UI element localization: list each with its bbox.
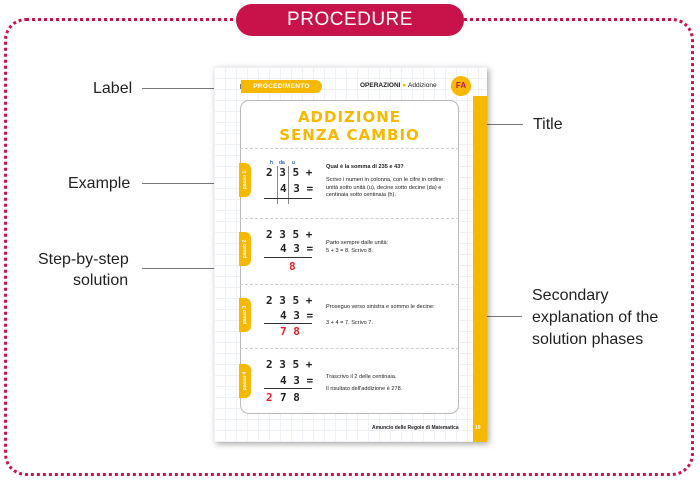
divider bbox=[240, 284, 459, 285]
annotation-secondary-line3: solution phases bbox=[532, 331, 644, 348]
step-tab-label: passo 2 bbox=[242, 239, 248, 259]
column-guide bbox=[288, 166, 289, 204]
step-explanation: Trascrivo il 2 delle centinaia. bbox=[326, 374, 397, 380]
annotation-step-line2: solution bbox=[73, 272, 129, 289]
bullet-icon: ● bbox=[402, 82, 407, 89]
book-logo-icon: FA bbox=[451, 76, 471, 96]
step-explanation: 3 + 4 = 7. Scrivo 7. bbox=[326, 320, 373, 326]
subsection-name: Addizione bbox=[408, 82, 437, 89]
step-tab: passo 1 bbox=[239, 163, 251, 197]
sum-line bbox=[264, 323, 312, 324]
divider bbox=[240, 148, 459, 149]
step-tab: passo 3 bbox=[239, 298, 251, 332]
step-explanation: Il risultato dell'addizione è 278. bbox=[326, 386, 403, 392]
column-header-da: da bbox=[279, 160, 285, 166]
leader-example bbox=[142, 183, 240, 184]
annotation-secondary-line1: Secondary bbox=[532, 287, 609, 304]
step-explanation: 5 + 3 = 8. Scrivo 8. bbox=[326, 248, 373, 254]
step-explanation: Scrivo i numeri in colonna, con le cifre… bbox=[326, 177, 445, 198]
addend-row: 2 3 5 + bbox=[266, 166, 313, 179]
leader-step bbox=[142, 268, 240, 269]
addend-row: 2 3 5 + bbox=[266, 228, 313, 241]
leader-tick bbox=[240, 84, 241, 89]
result-digits: 7 8 bbox=[280, 325, 300, 338]
step-tab-label: passo 1 bbox=[242, 170, 248, 190]
page-title-line2: SENZA CAMBIO bbox=[279, 126, 420, 144]
sum-line bbox=[264, 388, 312, 389]
annotation-secondary-line2: explanation of the bbox=[532, 309, 659, 326]
addend-row: 4 3 = bbox=[280, 374, 314, 387]
divider bbox=[240, 218, 459, 219]
result-digits: 8 bbox=[289, 260, 296, 273]
page-footer: Amuncio delle Regole di Matematica bbox=[372, 425, 459, 431]
divider bbox=[240, 348, 459, 349]
page-side-bar bbox=[473, 96, 487, 442]
result-digit: 2 bbox=[266, 391, 273, 404]
column-header-u: u bbox=[292, 160, 296, 166]
annotation-title: Title bbox=[533, 116, 563, 133]
column-header-h: h bbox=[270, 160, 274, 166]
sum-line bbox=[264, 198, 312, 199]
annotation-step-line1: Step-by-step bbox=[38, 251, 129, 268]
leader-label bbox=[142, 88, 242, 89]
step-explanation: Proseguo verso sinistra e sommo le decin… bbox=[326, 304, 435, 310]
step-explanation: Parto sempre dalle unità: bbox=[326, 240, 389, 246]
addend-row: 4 3 = bbox=[280, 182, 314, 195]
procedure-label: PROCEDIMENTO bbox=[241, 80, 322, 93]
step-tab: passo 2 bbox=[239, 232, 251, 266]
page-number: 19 bbox=[475, 425, 481, 431]
addend-row: 4 3 = bbox=[280, 309, 314, 322]
step-question: Qual è la somma di 235 e 43? bbox=[326, 164, 404, 170]
sum-line bbox=[264, 257, 312, 258]
section-heading: OPERAZIONI ● Addizione bbox=[360, 82, 437, 89]
addend-row: 2 3 5 + bbox=[266, 294, 313, 307]
section-name: OPERAZIONI bbox=[360, 82, 401, 89]
page-title-line1: ADDIZIONE bbox=[297, 108, 402, 126]
step-tab-label: passo 4 bbox=[242, 371, 248, 391]
step-tab-label: passo 3 bbox=[242, 305, 248, 325]
annotation-label: Label bbox=[93, 80, 133, 97]
column-guide bbox=[277, 166, 278, 204]
procedure-banner: PROCEDURE bbox=[236, 4, 464, 36]
result-digits: 7 8 bbox=[280, 391, 300, 404]
annotation-example: Example bbox=[68, 175, 131, 192]
addend-row: 4 3 = bbox=[280, 242, 314, 255]
step-tab: passo 4 bbox=[239, 364, 251, 398]
addend-row: 2 3 5 + bbox=[266, 358, 313, 371]
